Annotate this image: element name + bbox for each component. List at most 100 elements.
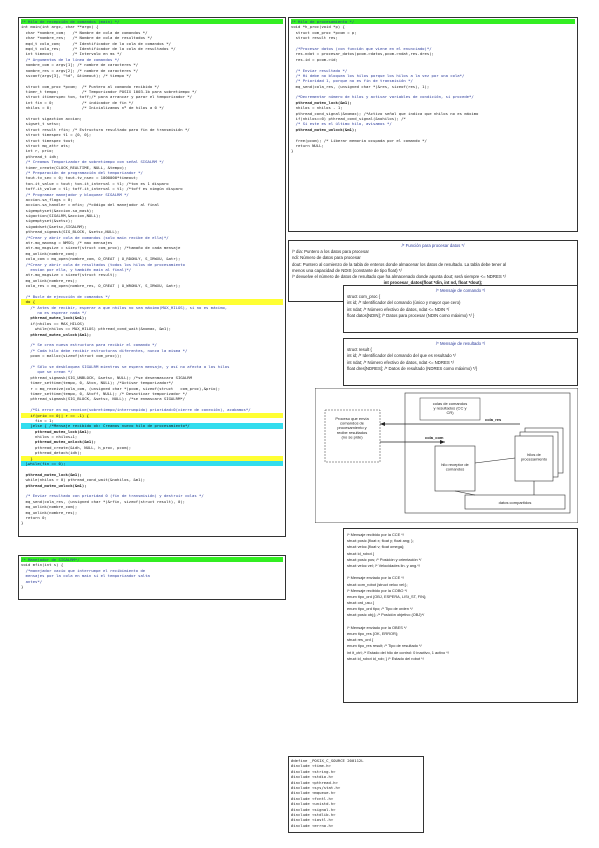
proc-code-block: /* Hilo de procesamiento */void *h_proc(…: [288, 17, 578, 232]
text-line: /* Mensaje enviado por la CCE */: [347, 575, 404, 581]
code-line: pthread_mutex_unlock(&m1);: [291, 126, 357, 132]
text-line: struct ord_usu {: [347, 600, 375, 606]
code-line: atr.mq_msgsize = sizeof(struct result);: [21, 272, 118, 278]
code-line: accion.sa_flags = 0;: [21, 196, 73, 202]
text-line: /* devuelve el número de datos de result…: [292, 273, 506, 279]
code-line: #include <time.h>: [291, 763, 331, 769]
code-line: sigaddset(&setsc,SIGALRM);: [21, 223, 87, 229]
code-line: /* Enviar resultado con prioridad 0 (fin…: [21, 493, 204, 499]
code-line: timer_t tempo; /* Temporizador POSIX 100…: [21, 89, 197, 95]
code-line: #include <stdio.h>: [291, 774, 334, 780]
text-line: struct posic {float x; float y; float an…: [347, 538, 414, 544]
text-line: /* Mensaje recibido por la COBO */: [347, 587, 408, 593]
diagram-cola-com: cola_com: [425, 435, 444, 440]
code-line: mensajes por la cola en main si el tempo…: [21, 573, 150, 579]
code-line: int fin = 0; /* indicador de fin */: [21, 99, 134, 105]
text-line: struct posic obj;}; /* Posición objetivo…: [347, 612, 425, 618]
code-line: fin = 1;: [21, 417, 54, 423]
code-line: /*Crear y abrir cola de resultados (todo…: [21, 261, 185, 267]
code-line: int r, prio;: [21, 148, 54, 154]
code-line: free(pcom); /* Liberar memoria ocupada p…: [291, 137, 427, 143]
code-line: /* Hilo de procesamiento */: [291, 19, 575, 25]
code-line: #include <signal.h>: [291, 806, 336, 812]
text-line: enum tipo_ord {OBJ, ESPERA, LISt_ST, FIN…: [347, 593, 427, 599]
code-line: pthread_sigmask(SIG_BLOCK, &setsc, NULL)…: [21, 396, 185, 402]
code-line: char *nombre_res; /* Nombre de cola de r…: [21, 35, 153, 41]
code-line: /* Manejador de SIGALRM*/: [21, 557, 283, 563]
text-line: ndi: Número de datos para procesar: [292, 255, 361, 261]
code-line: envían por ella, y también main al final…: [21, 266, 132, 272]
text-line: /* dia: Puntero a los datos para procesa…: [292, 249, 369, 255]
code-line: nhilos = nhilos - 1;: [291, 105, 343, 111]
code-line: #include <errno.h>: [291, 822, 334, 828]
procesar-datos-signature: int procesar_datos(float *din, int nd, f…: [383, 280, 483, 286]
text-line: struct com_robot {struct veloc vel;};: [347, 581, 408, 587]
code-line: pthread_mutex_unlock(&m1);: [21, 331, 92, 337]
code-line: }: [21, 520, 24, 526]
code-line: #include <fcntl.h>: [291, 795, 334, 801]
code-line: #include <mqueue.h>: [291, 790, 336, 796]
code-line: pthread_mutex_unlock(&m1);: [21, 439, 96, 445]
code-line: res.ndat = procesar_datos(pcom->datos,pc…: [291, 51, 434, 57]
code-line: while(nhilos == MAX_HILOS) pthread_cond_…: [21, 326, 171, 332]
text-line: enum tipo_res result; /* Tipo de resulta…: [347, 643, 422, 649]
mfin-code-block: /* Manejador de SIGALRM*/void mfin(int s…: [18, 555, 286, 600]
text-line: struct posic pos; /* Posición y orientac…: [347, 556, 422, 562]
code-line: /* Bucle de ejecución de comandos */: [21, 293, 111, 299]
code-line: return NULL;: [291, 142, 324, 148]
code-line: pthread_mutex_lock(&m1);: [21, 428, 92, 434]
code-line: que se crean */: [21, 369, 73, 375]
text-line: struct id_robot {: [347, 550, 375, 556]
code-line: }: [21, 583, 24, 589]
code-line: sigset_t setsc;: [21, 121, 61, 127]
text-line: float dres[NDRES]; /* Datos de resultado…: [347, 365, 478, 371]
code-line: struct com_proc *pcom; /* Puntero al com…: [21, 83, 160, 89]
text-line: /* Mensaje recibido por la CCE */: [347, 532, 404, 537]
code-line: mq_send(cola_res, (unsigned char *)&res,…: [291, 83, 430, 89]
code-line: sigaction(SIGALRM,&accion,NULL);: [21, 213, 101, 219]
code-line: /* Hilo de recepción de comandos (main) …: [21, 19, 283, 25]
code-line: struct mq_attr ats;: [21, 142, 71, 148]
code-line: sscanf(argv[3], "%d", &timeout); /* tiem…: [21, 72, 132, 78]
mensajes-cce-block: /* Mensaje recibido por la CCE */struct …: [343, 528, 578, 703]
code-line: int main(int argc, char **argv) {: [21, 24, 99, 30]
code-line: nhilos = 0; /* Inicializamos nº de hilos…: [21, 105, 164, 111]
code-line: /* Prioridad 1, porque no es fin de tran…: [291, 78, 413, 84]
code-line: /* Sólo se desbloquea SIGALRM mientras s…: [21, 364, 230, 369]
code-line: cola_res = mq_open(nombre_res, O_CREAT |…: [21, 283, 181, 289]
mensaje-resultado-block: /* Mensaje de resultado */ struct result…: [343, 338, 578, 386]
code-line: mqd_t cola_res; /* Identificador de la c…: [21, 45, 176, 51]
code-line: struct result res;: [291, 35, 338, 41]
diagram-cola-res: cola_res: [485, 417, 502, 422]
code-line: /* Antes de recibir, esperar a que nhilo…: [21, 304, 228, 310]
text-line: int id; /* Identificador del comando del…: [347, 353, 456, 359]
includes-block: #define _POSIX_C_SOURCE 200112L#include …: [288, 756, 424, 833]
text-line: /* Mensaje enviado por la OBES */: [347, 624, 407, 630]
code-line: r = mq_receive(cola_com, (unsigned char …: [21, 385, 221, 391]
code-line: /*Si error en mq_receive(sobretiempo/int…: [21, 407, 251, 413]
code-line: /*manejador vacío que interrumpe el reci…: [21, 567, 146, 573]
code-line: nhilos = nhilos+1;: [21, 434, 78, 440]
code-line: accion.sa_handler = mfin; /*código del m…: [21, 202, 160, 208]
code-line: struct itimerspec ton, toff;/* para arra…: [21, 94, 192, 100]
code-line: do {: [21, 299, 283, 305]
code-line: nombre_com = argv[1]; /* nombre de carac…: [21, 62, 139, 68]
mensaje-comando-header: /* Mensaje de comando */: [435, 288, 486, 293]
code-line: timer_settime(tempo, 0, &ton, NULL); /*A…: [21, 380, 174, 386]
code-line: struct timespec tout;: [21, 137, 75, 143]
code-line: #include <unistd.h>: [291, 801, 336, 807]
code-line: #include <pthread.h>: [291, 779, 338, 785]
code-line: antes*/: [21, 578, 43, 584]
code-line: nombre_res = argv[2]; /* nombre de carac…: [21, 67, 139, 73]
code-line: }else { /*Mensaje recibido ok: Creamos n…: [21, 423, 283, 429]
code-line: void *h_proc(void *p) {: [291, 24, 345, 30]
text-line: enum tipo_res {OK, ERROR};: [347, 631, 399, 636]
code-line: no es esperar nada */: [21, 310, 87, 316]
code-line: #include <iostl.h>: [291, 817, 334, 823]
procesar-datos-header: /* Función para procesar datos */: [401, 243, 465, 248]
code-line: pthread_mutex_lock(&m1);: [291, 99, 352, 105]
